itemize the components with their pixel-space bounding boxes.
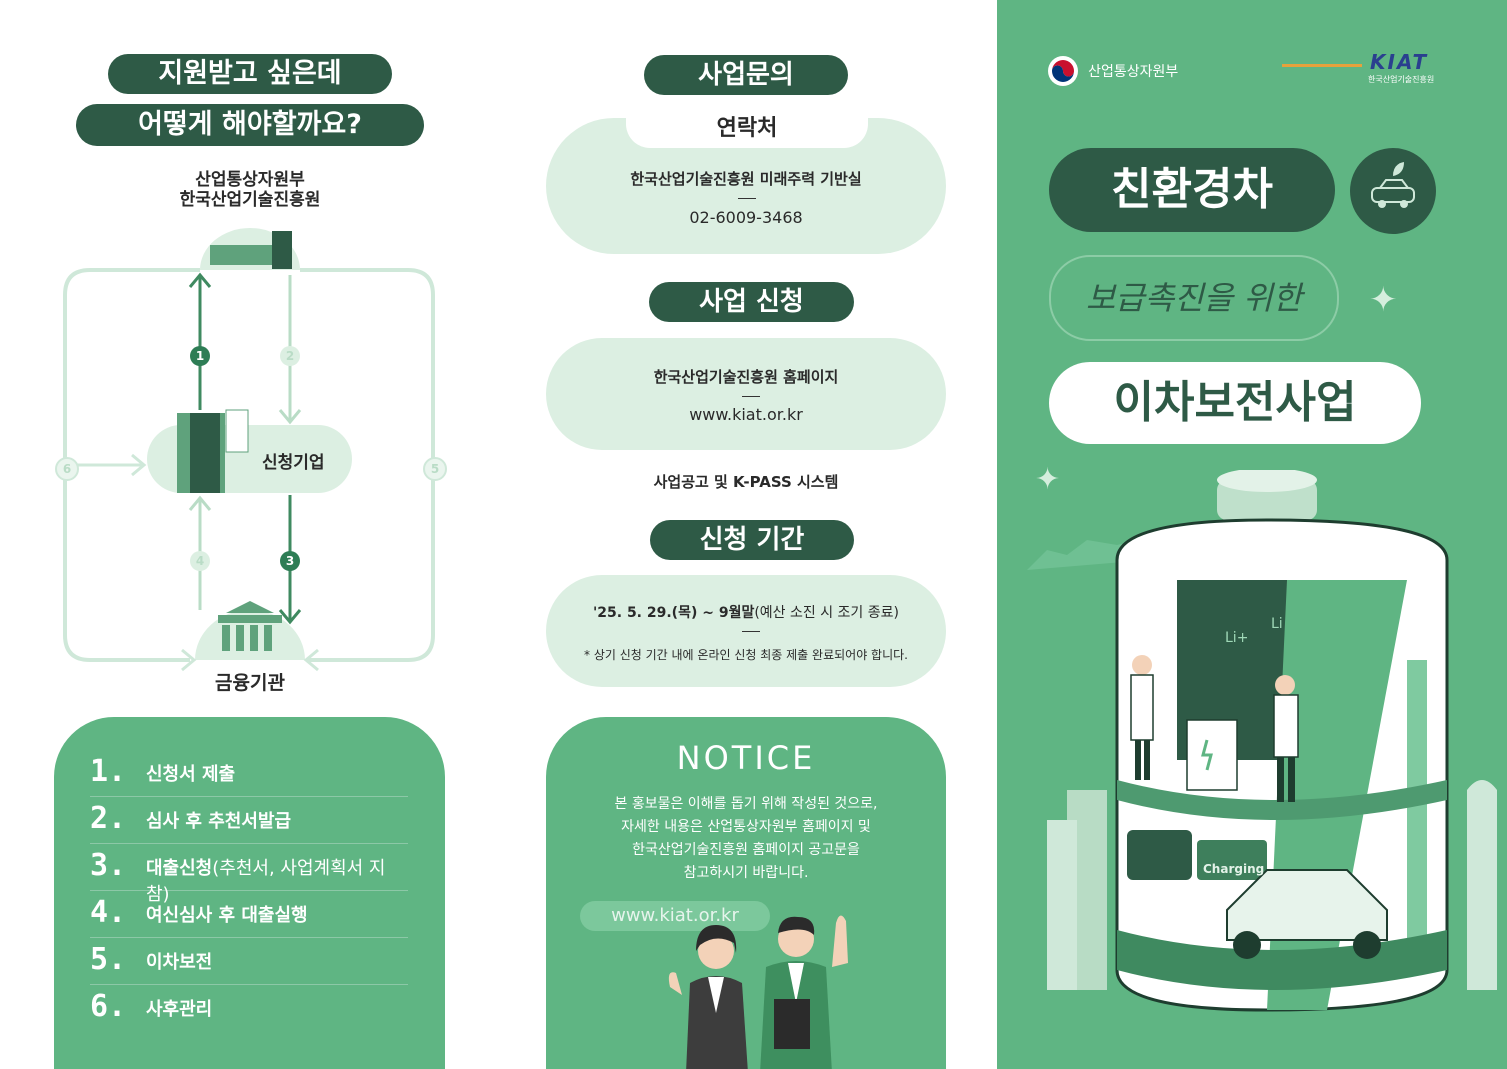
contact-phone: 02-6009-3468 (689, 208, 803, 227)
apply-org: 한국산업기술진흥원 홈페이지 (653, 368, 839, 386)
eco-car-icon (1350, 148, 1436, 234)
agency-line2: 한국산업기술진흥원 (179, 190, 321, 210)
panel1-title-line1: 지원받고 싶은데 (108, 54, 392, 94)
inquiry-title: 사업문의 (644, 55, 848, 95)
sparkle-icon: ✦ (1035, 462, 1061, 497)
divider-dash (742, 631, 760, 632)
step-row-4: 4. 여신심사 후 대출실행 (90, 891, 408, 938)
steps-box (54, 717, 445, 1069)
apply-title: 사업 신청 (649, 282, 854, 322)
period-note: * 상기 신청 기간 내에 온라인 신청 최종 제출 완료되어야 합니다. (584, 648, 908, 662)
step-row-1: 1. 신청서 제출 (90, 750, 408, 797)
kiat-logo-sub: 한국산업기술진흥원 (1368, 75, 1435, 84)
period-title: 신청 기간 (650, 520, 854, 560)
apply-url[interactable]: www.kiat.or.kr (689, 405, 803, 424)
cover-title-script: 보급촉진을 위한 (1049, 255, 1339, 341)
charging-label: Charging (1203, 862, 1265, 876)
panel-contact: 사업문의 연락처 한국산업기술진흥원 미래주력 기반실 02-6009-3468… (500, 0, 997, 1069)
step-row-2: 2. 심사 후 추천서발급 (90, 797, 408, 844)
flow-step-3-badge: 3 (280, 551, 300, 571)
step-text: 여신심사 후 대출실행 (146, 905, 308, 926)
taegeuk-icon (1048, 56, 1078, 86)
step-text: 이차보전 (146, 952, 213, 973)
battery-lab-illustration (1027, 470, 1497, 1012)
flow-step-1-badge: 1 (190, 346, 210, 366)
apply-note: 사업공고 및 K-PASS 시스템 (653, 473, 839, 491)
lab-label-li: Li (1271, 616, 1283, 632)
contact-label: 연락처 (716, 116, 778, 141)
kiat-logo-text: KIAT (1370, 50, 1429, 74)
people-illustration (668, 915, 848, 1069)
flow-step-2-badge: 2 (280, 346, 300, 366)
contact-org: 한국산업기술진흥원 미래주력 기반실 (630, 170, 862, 188)
panel-process: 지원받고 싶은데 어떻게 해야할까요? 산업통상자원부 한국산업기술진흥원 (0, 0, 500, 1069)
notice-body: 본 홍보물은 이해를 돕기 위해 작성된 것으로, 자세한 내용은 산업통상자원… (614, 796, 878, 881)
bank-label: 금융기관 (215, 672, 285, 694)
step-text: 대출신청(추천서, 사업계획서 지참) (146, 858, 386, 905)
agency-line1: 산업통상자원부 (195, 170, 305, 190)
step-number: 3. (90, 848, 127, 883)
process-flow-diagram (63, 228, 435, 672)
step-row-3: 3. 대출신청(추천서, 사업계획서 지참) (90, 844, 408, 905)
step-number: 1. (90, 754, 127, 789)
contact-tab (626, 100, 868, 148)
divider-dash (738, 198, 756, 199)
kiat-logo-stripe (1282, 64, 1362, 67)
divider-dash (742, 396, 760, 397)
period-date: '25. 5. 29.(목) ~ 9월말(예산 소진 시 조기 종료) (592, 605, 899, 621)
ministry-logo: 산업통상자원부 (1047, 55, 1179, 86)
step-number: 2. (90, 801, 127, 836)
ministry-logo-text: 산업통상자원부 (1088, 64, 1179, 80)
step-row-6: 6. 사후관리 (90, 985, 408, 1031)
notice-box: NOTICE 본 홍보물은 이해를 돕기 위해 작성된 것으로, 자세한 내용은… (546, 717, 946, 1069)
sparkle-icon: ✦ (1369, 280, 1398, 320)
flow-step-6-badge: 6 (55, 457, 79, 481)
notice-title: NOTICE (676, 739, 816, 777)
step-number: 5. (90, 942, 127, 977)
kiat-logo: KIAT 한국산업기술진흥원 (1282, 48, 1452, 88)
apply-box (546, 338, 946, 450)
cover-title-sub: 이차보전사업 (1049, 362, 1421, 444)
step-text: 사후관리 (146, 999, 213, 1020)
step-number: 6. (90, 989, 127, 1024)
flow-step-4-badge: 4 (190, 551, 210, 571)
flow-step-5-badge: 5 (423, 457, 447, 481)
step-row-5: 5. 이차보전 (90, 938, 408, 985)
company-label: 신청기업 (262, 453, 325, 473)
cover-title-main: 친환경차 (1049, 148, 1335, 232)
lab-label-li-plus: Li+ (1225, 630, 1249, 646)
panel-cover: 산업통상자원부 KIAT 한국산업기술진흥원 친환경차 보급촉진을 위한 ✦ ✦… (997, 0, 1507, 1069)
notice-url-badge[interactable]: www.kiat.or.kr (580, 901, 770, 931)
step-text: 심사 후 추천서발급 (146, 811, 292, 832)
step-number: 4. (90, 895, 127, 930)
panel1-title-line2: 어떻게 해야할까요? (76, 104, 424, 146)
agency-label: 산업통상자원부 한국산업기술진흥원 (120, 170, 380, 210)
step-text: 신청서 제출 (146, 764, 236, 785)
